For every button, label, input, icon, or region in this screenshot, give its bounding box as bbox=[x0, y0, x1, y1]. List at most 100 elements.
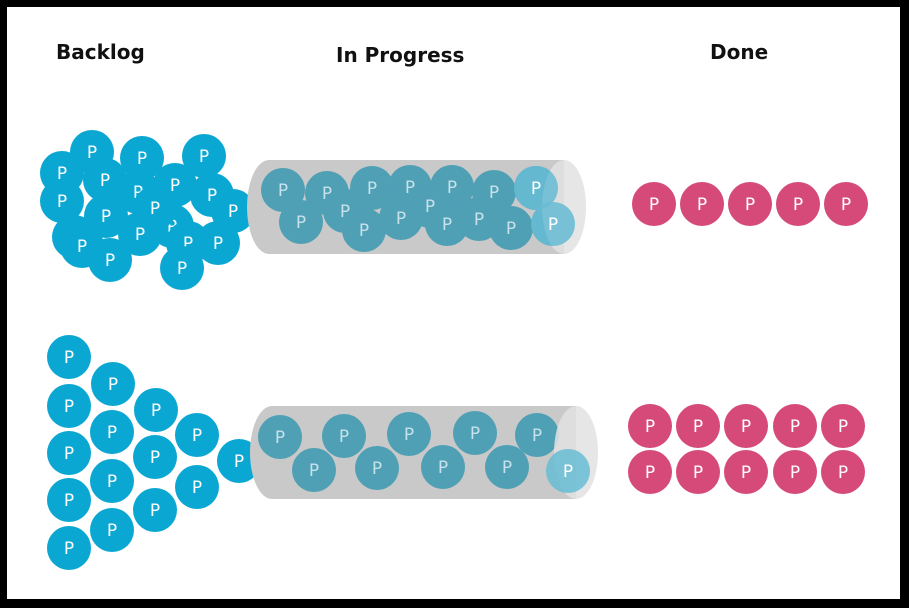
item-label: P bbox=[405, 178, 415, 198]
item-label: P bbox=[192, 426, 202, 446]
done-item: P bbox=[776, 182, 820, 226]
wip-item: P bbox=[258, 415, 302, 459]
item-label: P bbox=[228, 202, 238, 222]
item-label: P bbox=[107, 423, 117, 443]
item-label: P bbox=[404, 425, 414, 445]
backlog-item: P bbox=[175, 413, 219, 457]
wip-item: P bbox=[421, 445, 465, 489]
item-label: P bbox=[340, 202, 350, 222]
item-label: P bbox=[790, 417, 800, 437]
backlog-item: P bbox=[47, 431, 91, 475]
item-label: P bbox=[64, 444, 74, 464]
wip-item: P bbox=[342, 208, 386, 252]
done-item: P bbox=[628, 450, 672, 494]
wip-item: P bbox=[322, 414, 366, 458]
backlog-item: P bbox=[60, 224, 104, 268]
item-label: P bbox=[150, 448, 160, 468]
item-label: P bbox=[645, 463, 655, 483]
wip-item: P bbox=[279, 200, 323, 244]
done-item: P bbox=[821, 450, 865, 494]
item-label: P bbox=[531, 179, 541, 199]
backlog-item: P bbox=[90, 459, 134, 503]
wip-item: P bbox=[515, 413, 559, 457]
wip-item-exiting: P bbox=[546, 449, 590, 493]
item-label: P bbox=[137, 149, 147, 169]
item-label: P bbox=[697, 195, 707, 215]
item-label: P bbox=[470, 424, 480, 444]
item-label: P bbox=[57, 192, 67, 212]
backlog-item: P bbox=[133, 488, 177, 532]
item-label: P bbox=[649, 195, 659, 215]
item-label: P bbox=[563, 462, 573, 482]
item-label: P bbox=[234, 452, 244, 472]
wip-item-exiting: P bbox=[531, 202, 575, 246]
item-label: P bbox=[64, 491, 74, 511]
item-label: P bbox=[793, 195, 803, 215]
item-label: P bbox=[645, 417, 655, 437]
backlog-item: P bbox=[182, 134, 226, 178]
item-label: P bbox=[838, 463, 848, 483]
item-label: P bbox=[207, 186, 217, 206]
item-label: P bbox=[107, 521, 117, 541]
item-label: P bbox=[101, 207, 111, 227]
column-title-in-progress: In Progress bbox=[336, 43, 465, 67]
backlog-item: P bbox=[134, 388, 178, 432]
backlog-item: P bbox=[83, 158, 127, 202]
item-label: P bbox=[447, 178, 457, 198]
backlog-item: P bbox=[40, 179, 84, 223]
item-label: P bbox=[745, 195, 755, 215]
item-label: P bbox=[838, 417, 848, 437]
item-label: P bbox=[502, 458, 512, 478]
item-label: P bbox=[64, 348, 74, 368]
backlog-item: P bbox=[47, 384, 91, 428]
item-label: P bbox=[57, 164, 67, 184]
item-label: P bbox=[359, 221, 369, 241]
backlog-item: P bbox=[47, 526, 91, 570]
item-label: P bbox=[151, 401, 161, 421]
item-label: P bbox=[150, 199, 160, 219]
item-label: P bbox=[170, 176, 180, 196]
item-label: P bbox=[474, 210, 484, 230]
item-label: P bbox=[322, 184, 332, 204]
item-label: P bbox=[693, 417, 703, 437]
backlog-item: P bbox=[196, 221, 240, 265]
item-label: P bbox=[532, 426, 542, 446]
done-item: P bbox=[773, 404, 817, 448]
item-label: P bbox=[64, 539, 74, 559]
wip-item: P bbox=[453, 411, 497, 455]
backlog-item: P bbox=[133, 186, 177, 230]
item-label: P bbox=[107, 472, 117, 492]
wip-item: P bbox=[355, 446, 399, 490]
item-label: P bbox=[135, 225, 145, 245]
backlog-item: P bbox=[160, 246, 204, 290]
item-label: P bbox=[87, 143, 97, 163]
item-label: P bbox=[64, 397, 74, 417]
backlog-item: P bbox=[133, 435, 177, 479]
item-label: P bbox=[105, 251, 115, 271]
done-item: P bbox=[821, 404, 865, 448]
item-label: P bbox=[693, 463, 703, 483]
item-label: P bbox=[278, 181, 288, 201]
item-label: P bbox=[133, 183, 143, 203]
item-label: P bbox=[489, 183, 499, 203]
item-label: P bbox=[309, 461, 319, 481]
item-label: P bbox=[167, 217, 177, 237]
backlog-item: P bbox=[90, 508, 134, 552]
item-label: P bbox=[741, 417, 751, 437]
done-item: P bbox=[773, 450, 817, 494]
backlog-item: P bbox=[84, 194, 128, 238]
item-label: P bbox=[790, 463, 800, 483]
done-item: P bbox=[824, 182, 868, 226]
item-label: P bbox=[438, 458, 448, 478]
column-title-backlog: Backlog bbox=[56, 40, 145, 64]
item-label: P bbox=[77, 237, 87, 257]
item-label: P bbox=[213, 234, 223, 254]
item-label: P bbox=[372, 459, 382, 479]
item-label: P bbox=[296, 213, 306, 233]
backlog-item: P bbox=[217, 439, 261, 483]
backlog-item: P bbox=[91, 362, 135, 406]
item-label: P bbox=[506, 219, 516, 239]
